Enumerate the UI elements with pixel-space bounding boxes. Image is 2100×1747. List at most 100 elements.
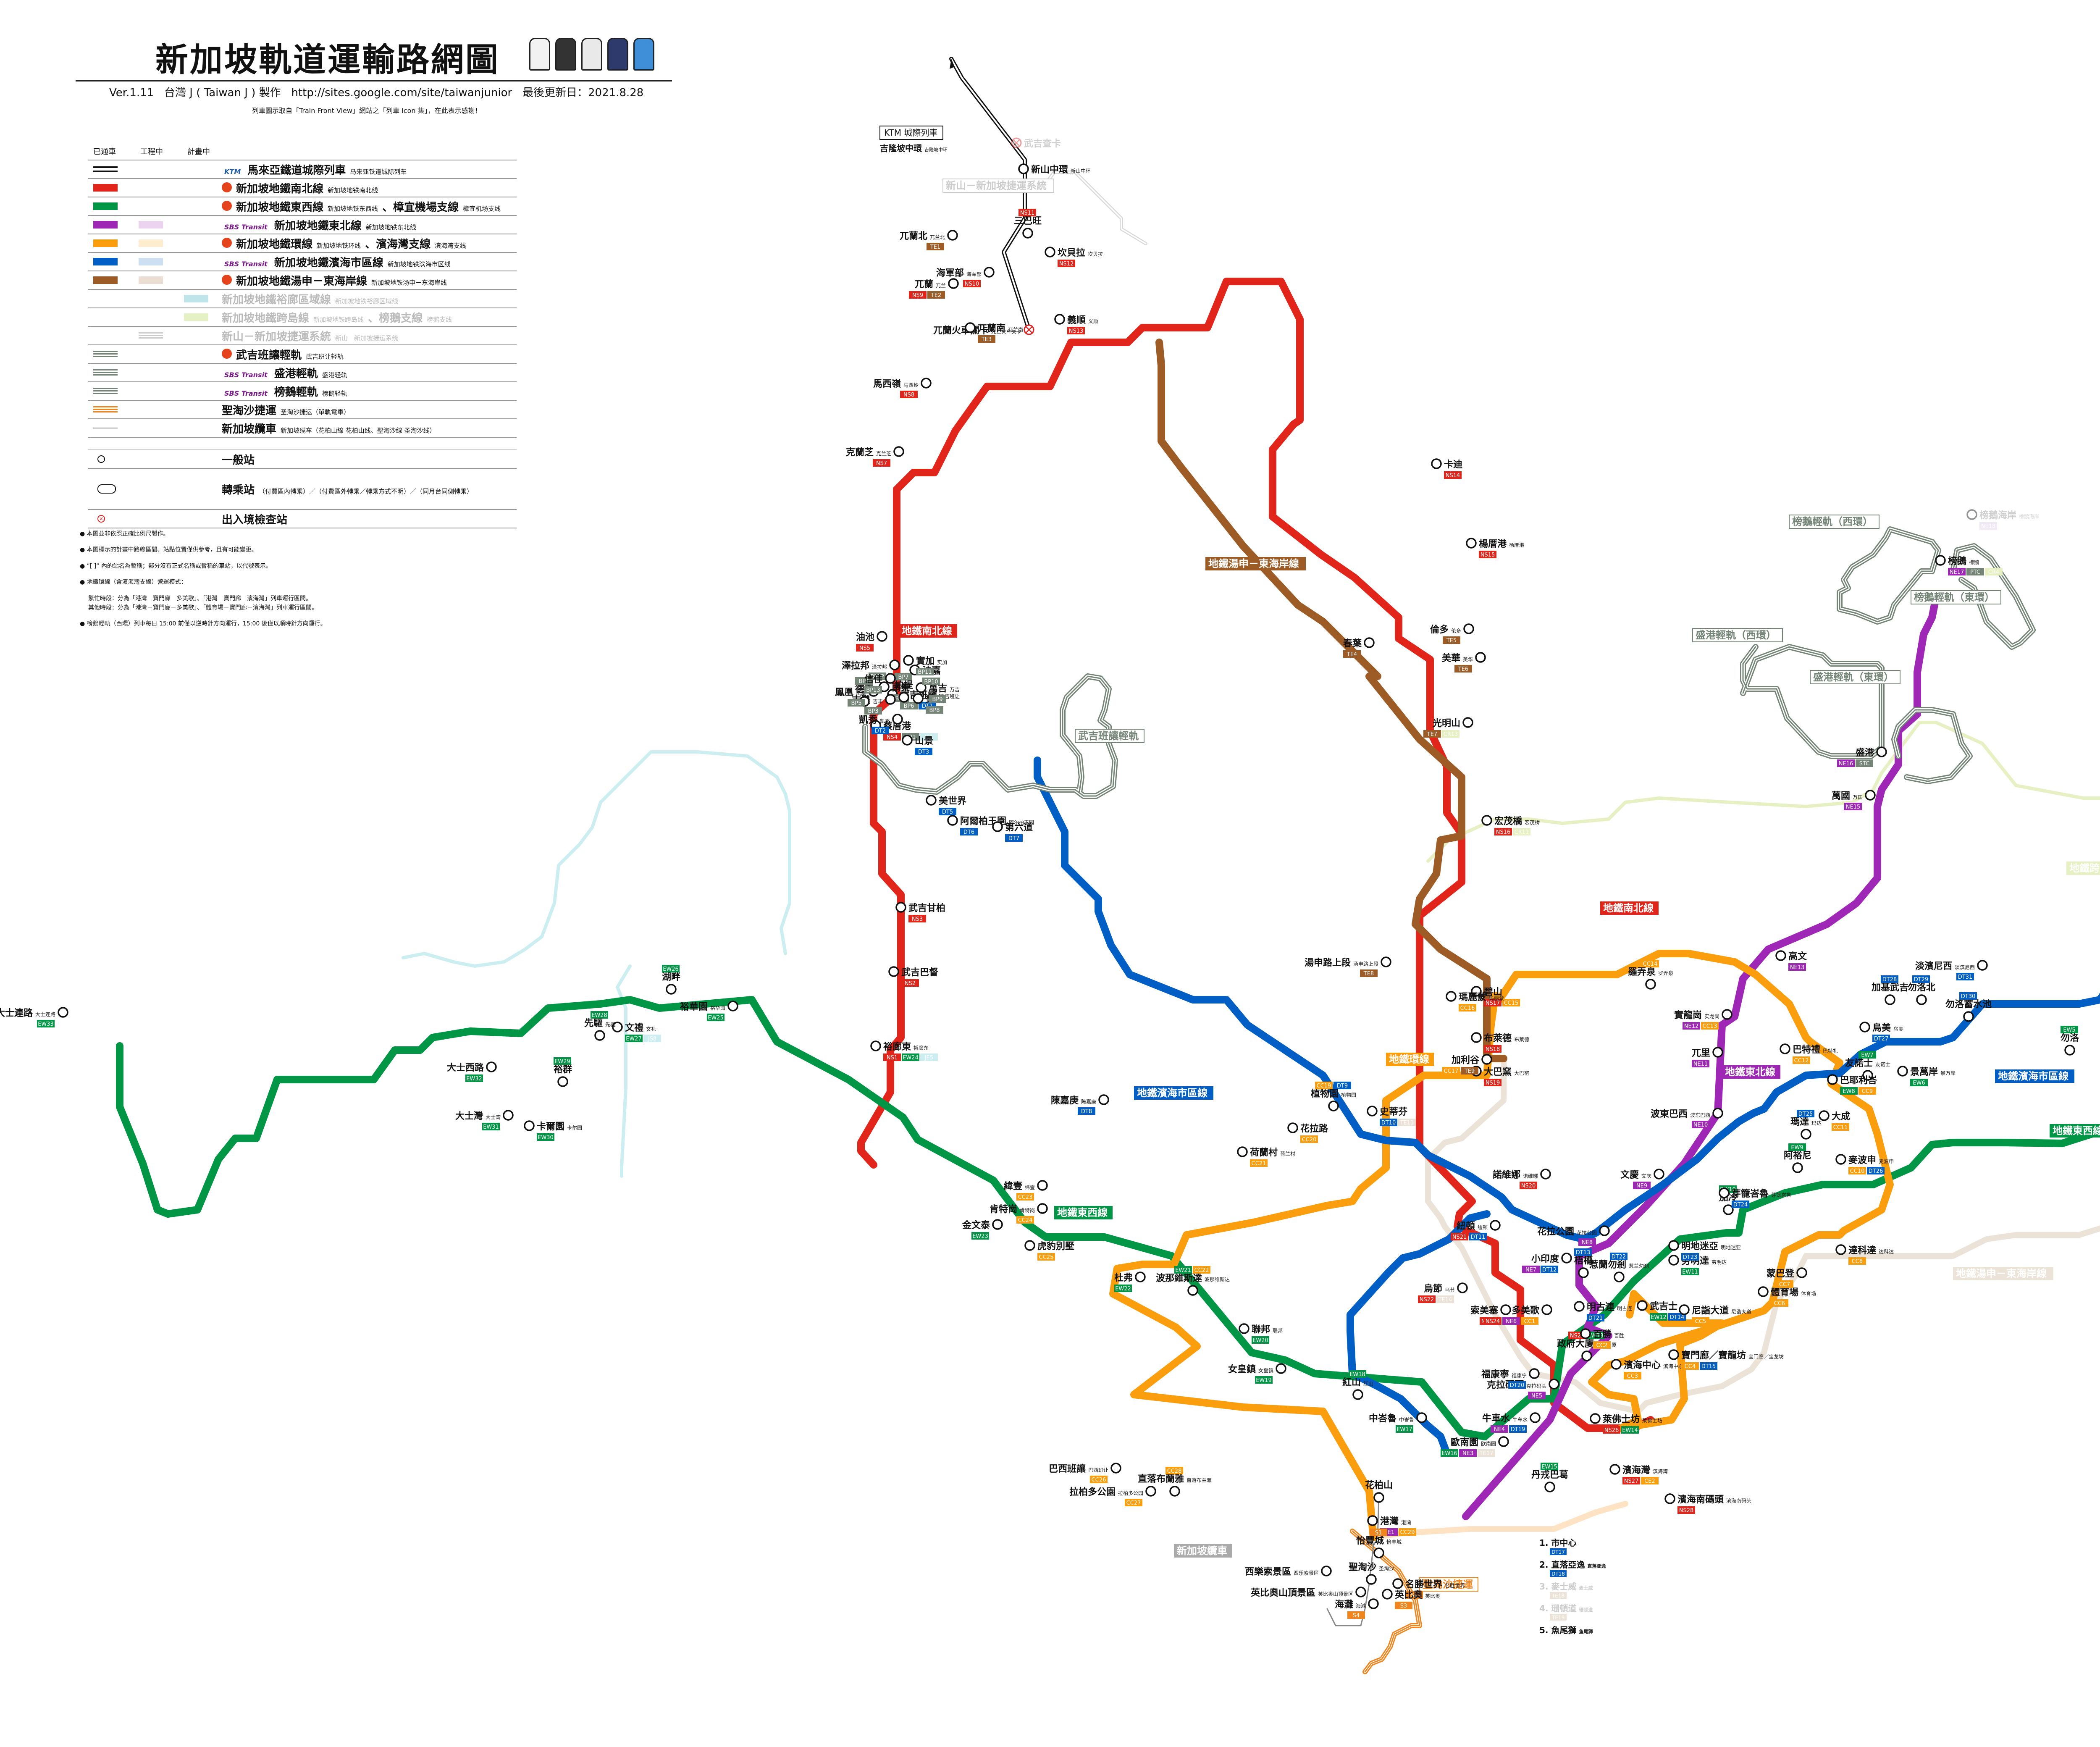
station-marker[interactable] bbox=[1614, 1272, 1625, 1282]
station[interactable]: 坎貝拉坎贝拉NS12 bbox=[1045, 247, 1103, 267]
station[interactable]: 武吉查卡 bbox=[1011, 137, 1061, 149]
station[interactable]: 兀蘭北兀兰北TE1 bbox=[900, 230, 958, 250]
station-marker[interactable] bbox=[1792, 1162, 1803, 1173]
station[interactable]: 克蘭芝克兰芝NS7 bbox=[846, 446, 904, 467]
station[interactable]: 英比奧英比奥S3 bbox=[1382, 1589, 1440, 1609]
station-marker[interactable] bbox=[1367, 1515, 1378, 1526]
station-marker[interactable] bbox=[1416, 1412, 1427, 1423]
station-marker[interactable] bbox=[1637, 1300, 1648, 1311]
station-marker[interactable] bbox=[1549, 1379, 1559, 1390]
station-marker[interactable] bbox=[1446, 991, 1457, 1002]
station-marker[interactable] bbox=[984, 267, 995, 278]
station[interactable]: 瑪達玛达DT25 bbox=[1790, 1110, 1822, 1140]
station-marker[interactable] bbox=[1364, 637, 1375, 648]
station-marker[interactable] bbox=[1679, 1304, 1690, 1315]
station-marker[interactable] bbox=[1498, 1436, 1509, 1447]
station[interactable]: 濱海南碼頭滨海南码头NS28 bbox=[1664, 1493, 1751, 1514]
station-marker[interactable] bbox=[1237, 1146, 1248, 1157]
station-marker[interactable] bbox=[1611, 1359, 1622, 1370]
station-marker[interactable] bbox=[1382, 1589, 1393, 1600]
station-marker[interactable] bbox=[612, 1022, 623, 1032]
station[interactable]: 湯申路上段汤申路上段TE8 bbox=[1305, 956, 1391, 977]
station-marker[interactable] bbox=[1463, 623, 1474, 634]
station-marker[interactable] bbox=[1037, 1203, 1048, 1214]
station[interactable]: 文慶文庆NE9 bbox=[1620, 1169, 1664, 1189]
station[interactable]: 瑪麗蒙玛丽蒙CC16 bbox=[1446, 991, 1504, 1011]
station-marker[interactable] bbox=[1835, 1154, 1846, 1165]
station-marker[interactable] bbox=[885, 694, 896, 705]
station[interactable]: 義順义顺NS13 bbox=[1054, 314, 1098, 334]
station[interactable]: 荷蘭村荷兰村CC21 bbox=[1237, 1146, 1295, 1167]
station-marker[interactable] bbox=[1540, 1169, 1551, 1180]
station-marker[interactable] bbox=[898, 692, 909, 703]
station-marker[interactable] bbox=[1352, 1389, 1363, 1400]
station-marker[interactable] bbox=[1431, 458, 1442, 469]
station-marker[interactable] bbox=[1110, 1463, 1121, 1474]
station-marker[interactable] bbox=[1574, 1301, 1585, 1312]
station-marker[interactable] bbox=[913, 693, 924, 704]
station-marker[interactable] bbox=[1581, 1350, 1592, 1361]
station[interactable]: 景萬岸景万岸EW6 bbox=[1897, 1066, 1956, 1086]
station-marker[interactable] bbox=[1758, 1286, 1769, 1297]
station-marker[interactable] bbox=[1471, 986, 1482, 997]
station-marker[interactable] bbox=[1712, 1108, 1723, 1119]
station-marker[interactable] bbox=[1328, 1101, 1339, 1111]
station-marker[interactable] bbox=[1392, 1578, 1403, 1589]
station-marker[interactable] bbox=[1935, 555, 1946, 566]
station[interactable]: 緯壹纬壹CC23 bbox=[1004, 1180, 1048, 1201]
station[interactable]: 卡爾園卡尔园EW30 bbox=[524, 1120, 582, 1141]
station-marker[interactable] bbox=[1835, 1244, 1846, 1255]
station-marker[interactable] bbox=[1373, 1492, 1384, 1503]
station[interactable]: 海軍部海军部NS10 bbox=[936, 267, 995, 287]
station-marker[interactable] bbox=[1367, 1106, 1378, 1117]
station-marker[interactable] bbox=[1796, 1267, 1807, 1278]
station[interactable]: 馬西嶺马西岭NS8 bbox=[873, 378, 932, 398]
station-marker[interactable] bbox=[58, 1007, 68, 1018]
station-marker[interactable] bbox=[1541, 1304, 1552, 1315]
station[interactable]: 巴特禮巴特礼CC12 bbox=[1780, 1043, 1838, 1064]
station-marker[interactable] bbox=[1780, 1043, 1790, 1054]
station[interactable]: 體育場体育场CC6 bbox=[1758, 1286, 1816, 1307]
station[interactable]: 萬國万国NE15 bbox=[1832, 790, 1876, 810]
station[interactable]: 倫多伦多TE5 bbox=[1430, 623, 1474, 644]
station-marker[interactable] bbox=[892, 714, 903, 725]
station-marker[interactable] bbox=[926, 795, 937, 806]
station-marker[interactable] bbox=[1963, 1011, 1974, 1022]
station-marker[interactable] bbox=[1723, 1204, 1734, 1215]
station-marker[interactable] bbox=[1530, 1412, 1541, 1423]
station-marker[interactable] bbox=[1022, 228, 1033, 239]
station-marker[interactable] bbox=[1145, 1486, 1156, 1497]
station-marker[interactable] bbox=[1018, 163, 1029, 174]
station-marker[interactable] bbox=[895, 902, 906, 913]
station[interactable]: 濱海中心滨海中心CC3 bbox=[1611, 1359, 1683, 1379]
station-marker[interactable] bbox=[1287, 1122, 1298, 1133]
station-marker[interactable] bbox=[1098, 1094, 1109, 1105]
station-marker[interactable] bbox=[1609, 1464, 1620, 1475]
station-marker[interactable] bbox=[889, 659, 900, 670]
station-marker[interactable] bbox=[1590, 1413, 1601, 1424]
station[interactable]: 西樂索景區西乐索景区 bbox=[1245, 1566, 1332, 1577]
station[interactable]: 大士灣大士湾EW31 bbox=[455, 1110, 514, 1130]
station[interactable]: 聖淘沙圣淘沙 bbox=[1349, 1562, 1394, 1585]
station[interactable]: 布萊德布莱德NS18 bbox=[1471, 1032, 1529, 1053]
station[interactable]: 實加实加BP11 bbox=[903, 655, 947, 675]
station[interactable]: 楊厝港杨厝港NS15 bbox=[1466, 538, 1524, 558]
station-marker[interactable] bbox=[1529, 1368, 1540, 1379]
station[interactable]: 兀蘭火車關卡兀兰火车关卡 bbox=[933, 324, 1034, 336]
station-marker[interactable] bbox=[1885, 994, 1895, 1005]
station-marker[interactable] bbox=[1876, 746, 1887, 757]
